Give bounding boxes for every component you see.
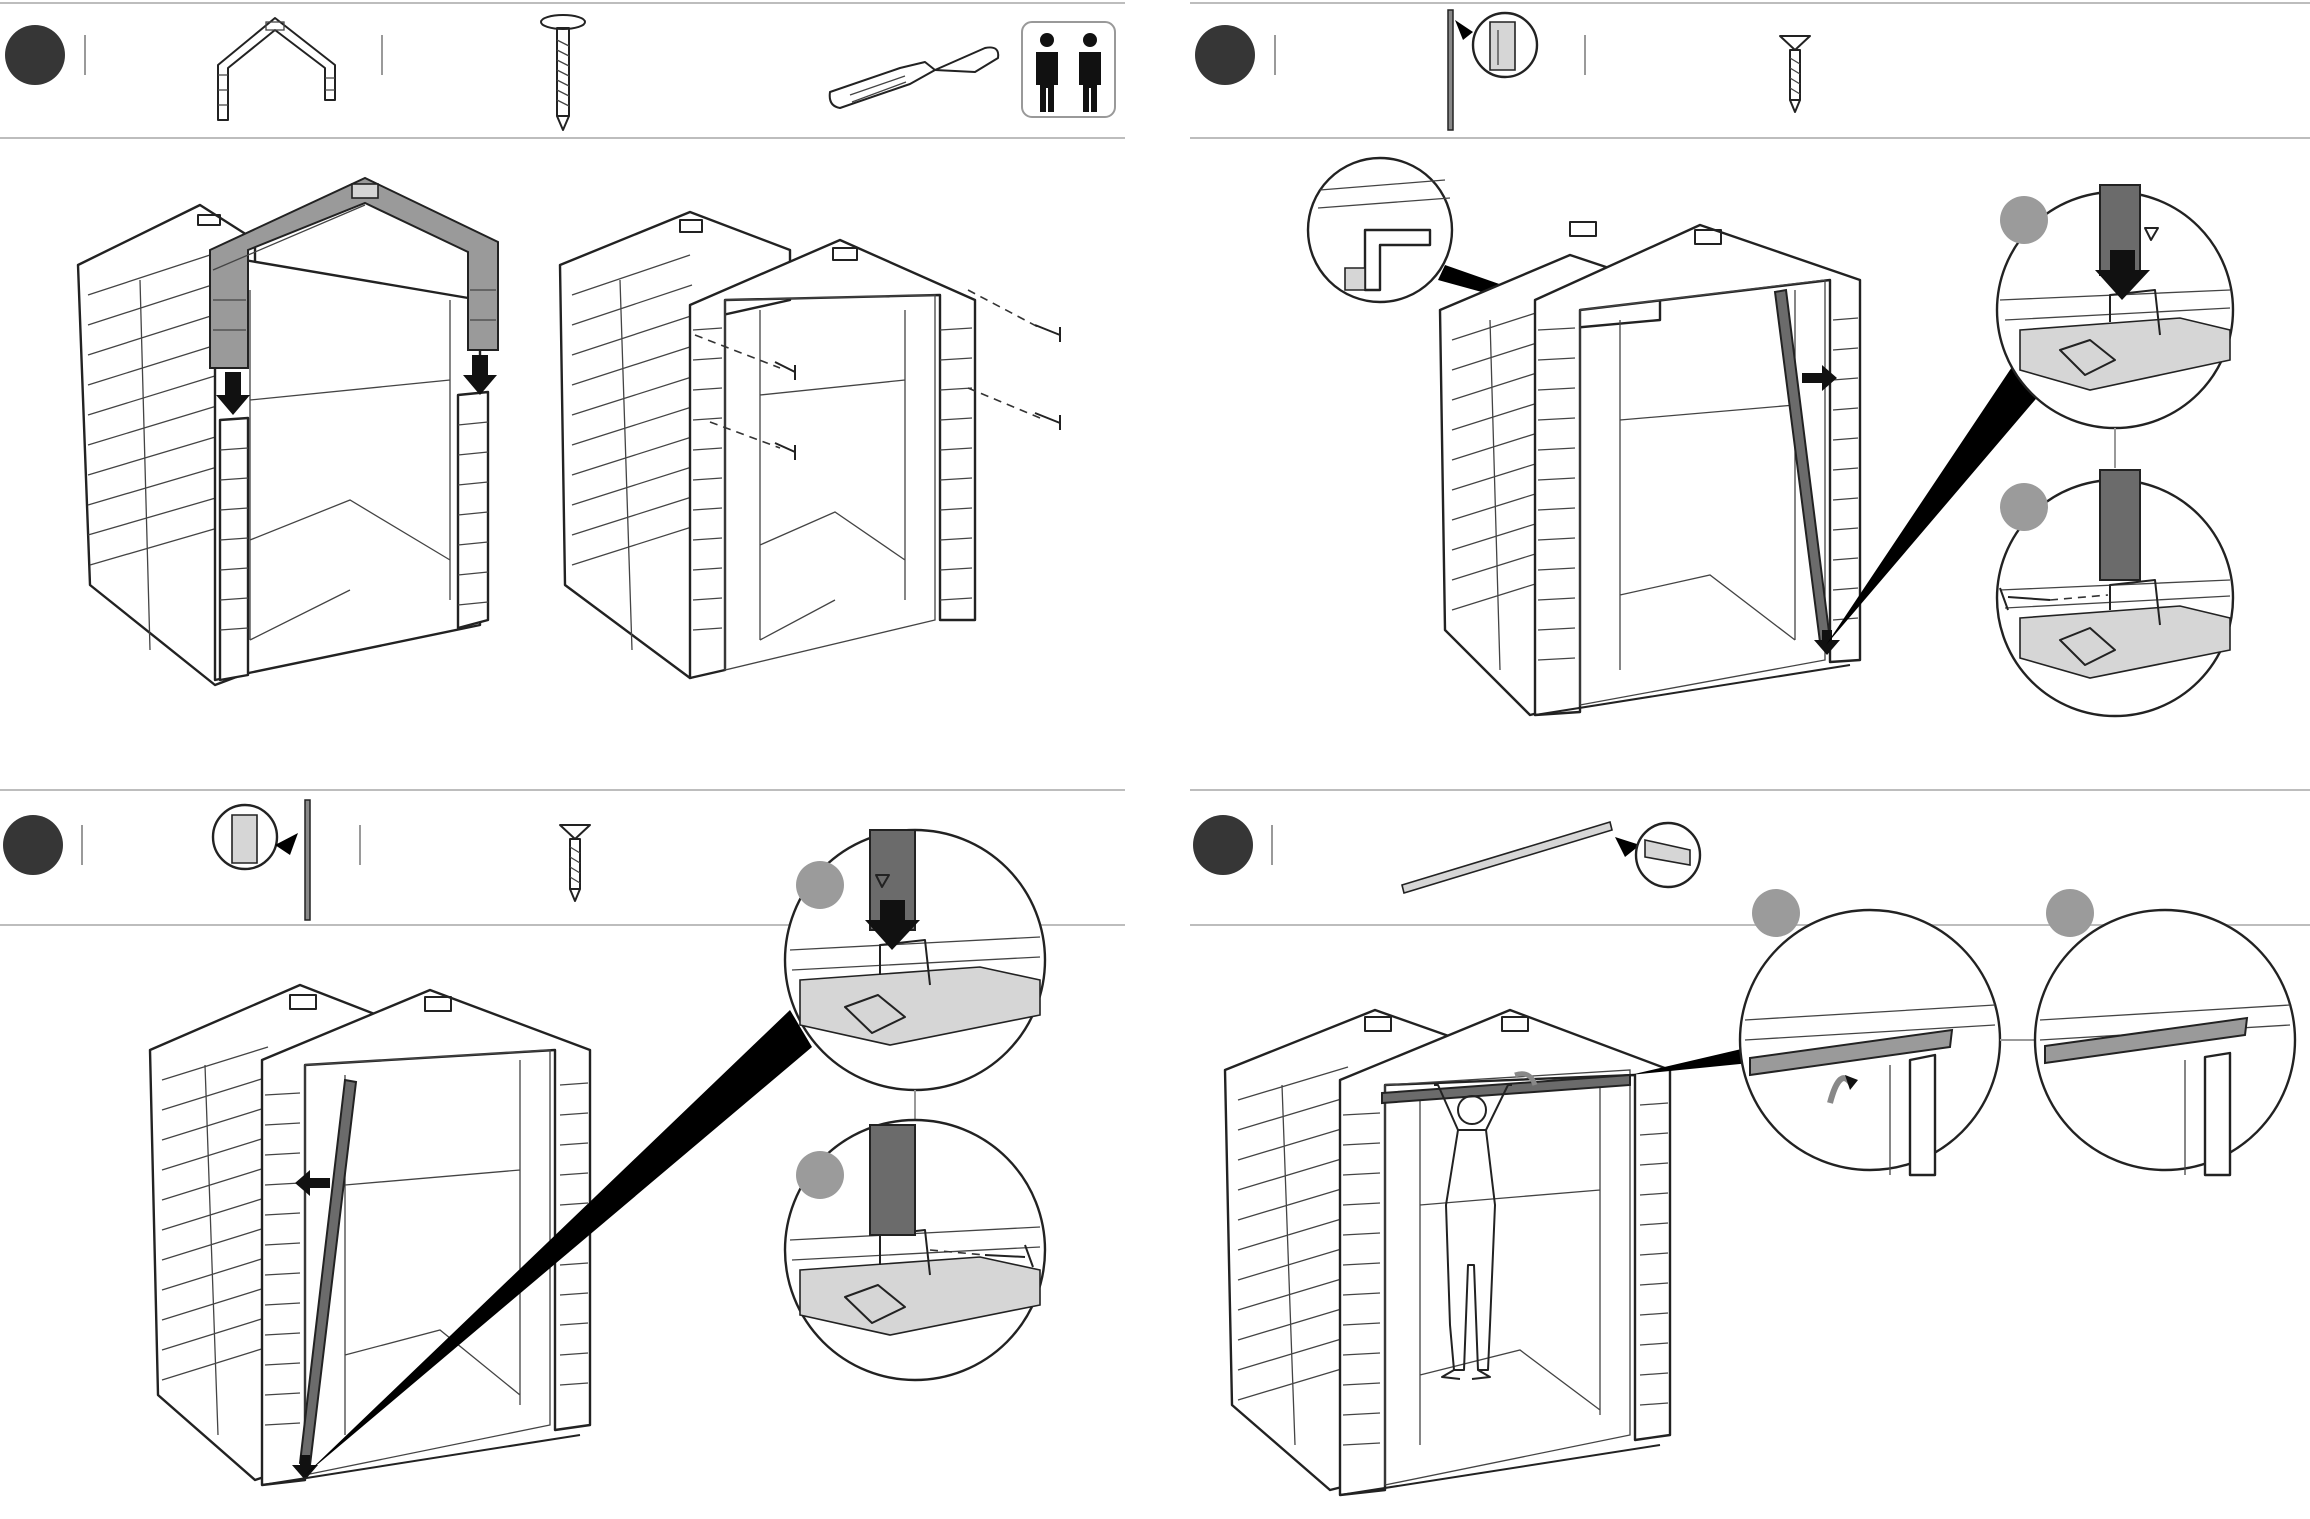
step-d-panel (1190, 785, 2310, 1519)
detail-view-post-screw (785, 1120, 1045, 1380)
detail-view-post-insert (785, 830, 1045, 1090)
detail-view-post-insert (1997, 185, 2233, 428)
shed-illustration-a2 (560, 212, 1060, 678)
detail-view-rail-seated (2035, 889, 2295, 1175)
step-b-number-badge (1195, 25, 1255, 85)
door-header-frame-icon (218, 18, 335, 120)
sub-step-marker (796, 861, 844, 909)
detail-view-post-screw (1997, 470, 2233, 716)
screw-short-icon (1780, 36, 1810, 112)
detail-view-rail-lift (1740, 889, 2000, 1175)
shed-illustration-b (1440, 222, 1860, 715)
step-b-panel (1190, 0, 2310, 785)
shed-illustration-d (1225, 1010, 1670, 1495)
screwdriver-icon (830, 47, 999, 108)
sub-step-marker (2000, 196, 2048, 244)
door-post-profile-icon (213, 800, 310, 920)
sub-step-marker (796, 1151, 844, 1199)
sub-step-marker (2046, 889, 2094, 937)
door-post-profile-icon (1448, 10, 1537, 130)
screw-short-icon (560, 825, 590, 901)
step-a-panel (0, 0, 1125, 785)
two-persons-icon (1022, 22, 1115, 117)
step-a-number-badge (5, 25, 65, 85)
person-figure (1434, 1085, 1512, 1379)
step-c-panel (0, 785, 1125, 1519)
screw-long-icon (541, 15, 585, 130)
shed-illustration-a1 (78, 178, 498, 685)
sub-step-marker (1752, 889, 1800, 937)
shed-illustration-c (150, 985, 590, 1485)
step-d-number-badge (1193, 815, 1253, 875)
screw-icon (775, 325, 1060, 460)
door-track-rail-icon (1402, 822, 1700, 893)
sub-step-marker (2000, 483, 2048, 531)
step-c-number-badge (3, 815, 63, 875)
